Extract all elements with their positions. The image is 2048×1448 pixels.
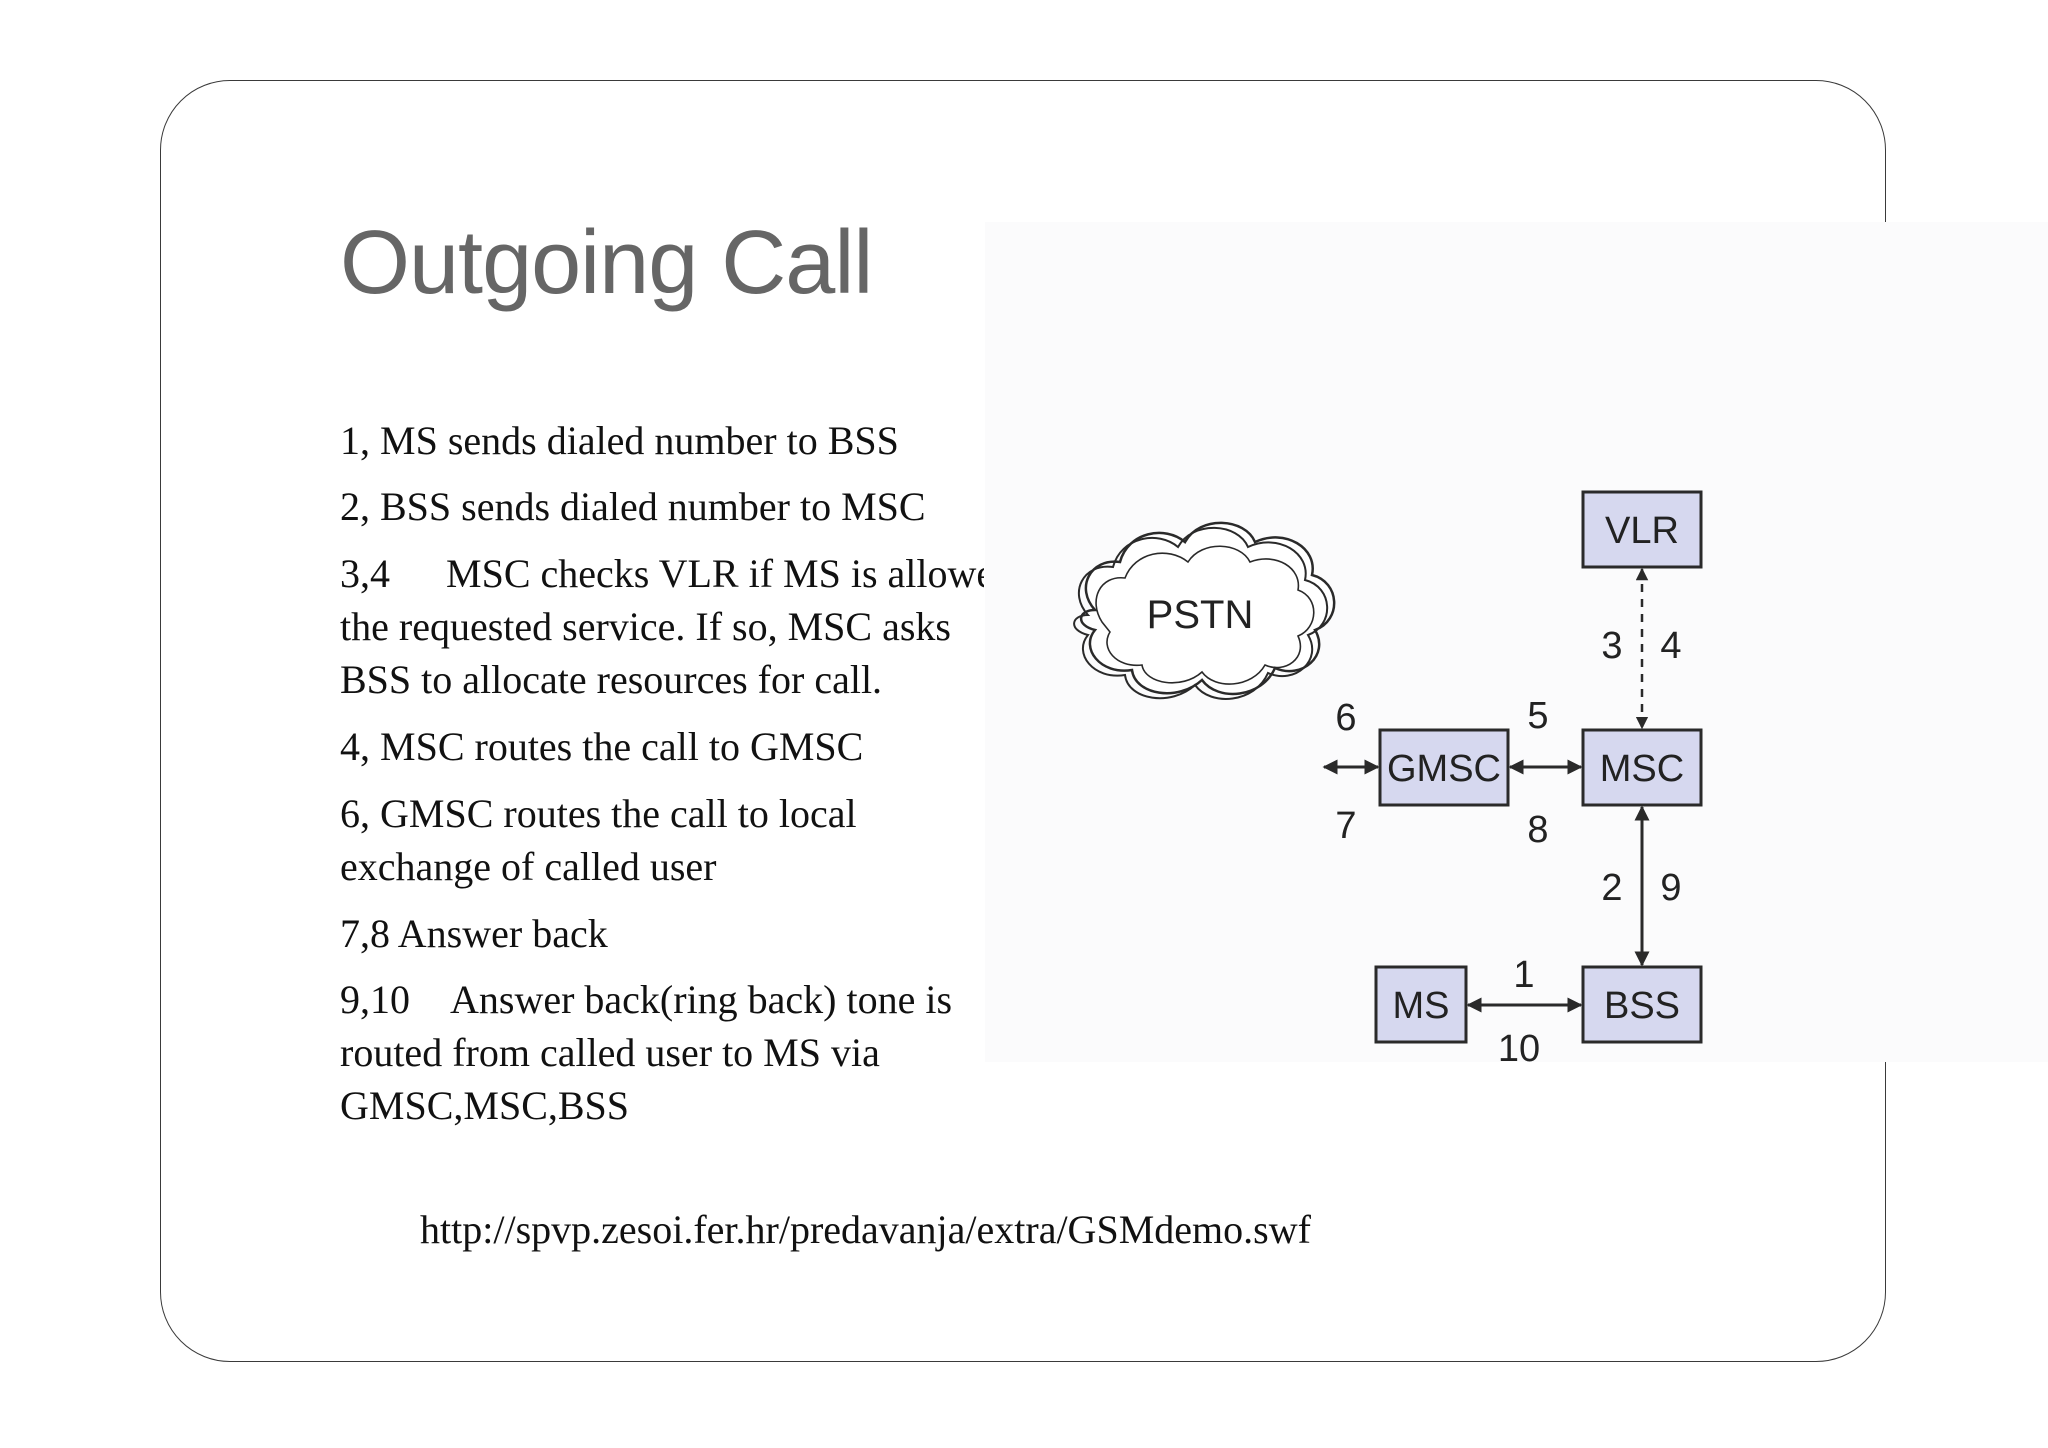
gsm-call-diagram: PSTN GMSC MSC VLR BSS MS 6 7 5 8 3 4 2 9…	[1073, 490, 1703, 1070]
step-label-4: 4	[1660, 625, 1681, 667]
pstn-cloud	[1073, 521, 1336, 700]
bss-label: BSS	[1604, 985, 1680, 1027]
ms-label: MS	[1393, 985, 1450, 1027]
step-item-2: 2, BSS sends dialed number to MSC	[340, 480, 926, 533]
step-item-line: MSC checks VLR if MS is allowed	[446, 551, 984, 596]
step-item-line: 2, BSS sends dialed number to MSC	[340, 484, 926, 529]
slide-title: Outgoing Call	[340, 213, 873, 313]
demo-link[interactable]: http://spvp.zesoi.fer.hr/predavanja/extr…	[420, 1207, 1311, 1252]
step-item-line: BSS to allocate resources for call.	[340, 657, 883, 702]
step-label-3: 3	[1601, 625, 1622, 667]
step-label-10: 10	[1498, 1028, 1540, 1070]
step-item-3-4: 3,4 MSC checks VLR if MS is allowed the r…	[340, 547, 984, 706]
step-item-line: 6, GMSC routes the call to local	[340, 791, 857, 836]
step-item-line: the requested service. If so, MSC asks	[340, 604, 951, 649]
step-item-6: 6, GMSC routes the call to local exchang…	[340, 787, 857, 893]
node-vlr: VLR	[1581, 490, 1703, 569]
step-item-line: 4, MSC routes the call to GMSC	[340, 724, 864, 769]
msc-label: MSC	[1600, 748, 1684, 790]
step-label-9: 9	[1660, 867, 1681, 909]
step-list: 1, MS sends dialed number to BSS 2, BSS …	[340, 414, 984, 1144]
step-label-6: 6	[1335, 697, 1356, 739]
step-item-line: Answer back(ring back) tone is	[450, 977, 953, 1022]
step-item-9-10: 9,10 Answer back(ring back) tone is route…	[340, 973, 952, 1132]
node-gmsc: GMSC	[1378, 728, 1510, 807]
step-label-8: 8	[1527, 809, 1548, 851]
step-label-2: 2	[1601, 867, 1622, 909]
step-label-1: 1	[1513, 954, 1534, 996]
step-item-7-8: 7,8 Answer back	[340, 907, 608, 960]
step-item-line: GMSC,MSC,BSS	[340, 1083, 630, 1128]
step-item-1: 1, MS sends dialed number to BSS	[340, 414, 899, 467]
step-item-line: 7,8 Answer back	[340, 911, 608, 956]
step-item-number: 9,10	[340, 977, 410, 1022]
vlr-label: VLR	[1605, 510, 1679, 552]
node-ms: MS	[1374, 965, 1468, 1044]
step-item-line: routed from called user to MS via	[340, 1030, 880, 1075]
step-item-line: exchange of called user	[340, 844, 717, 889]
gmsc-label: GMSC	[1387, 748, 1501, 790]
pstn-label: PSTN	[1147, 593, 1254, 637]
node-msc: MSC	[1581, 728, 1703, 807]
node-bss: BSS	[1581, 965, 1703, 1044]
step-label-5: 5	[1527, 695, 1548, 737]
step-label-7: 7	[1335, 805, 1356, 847]
step-item-line: 1, MS sends dialed number to BSS	[340, 418, 899, 463]
step-item-number: 3,4	[340, 551, 390, 596]
step-item-4: 4, MSC routes the call to GMSC	[340, 720, 863, 773]
